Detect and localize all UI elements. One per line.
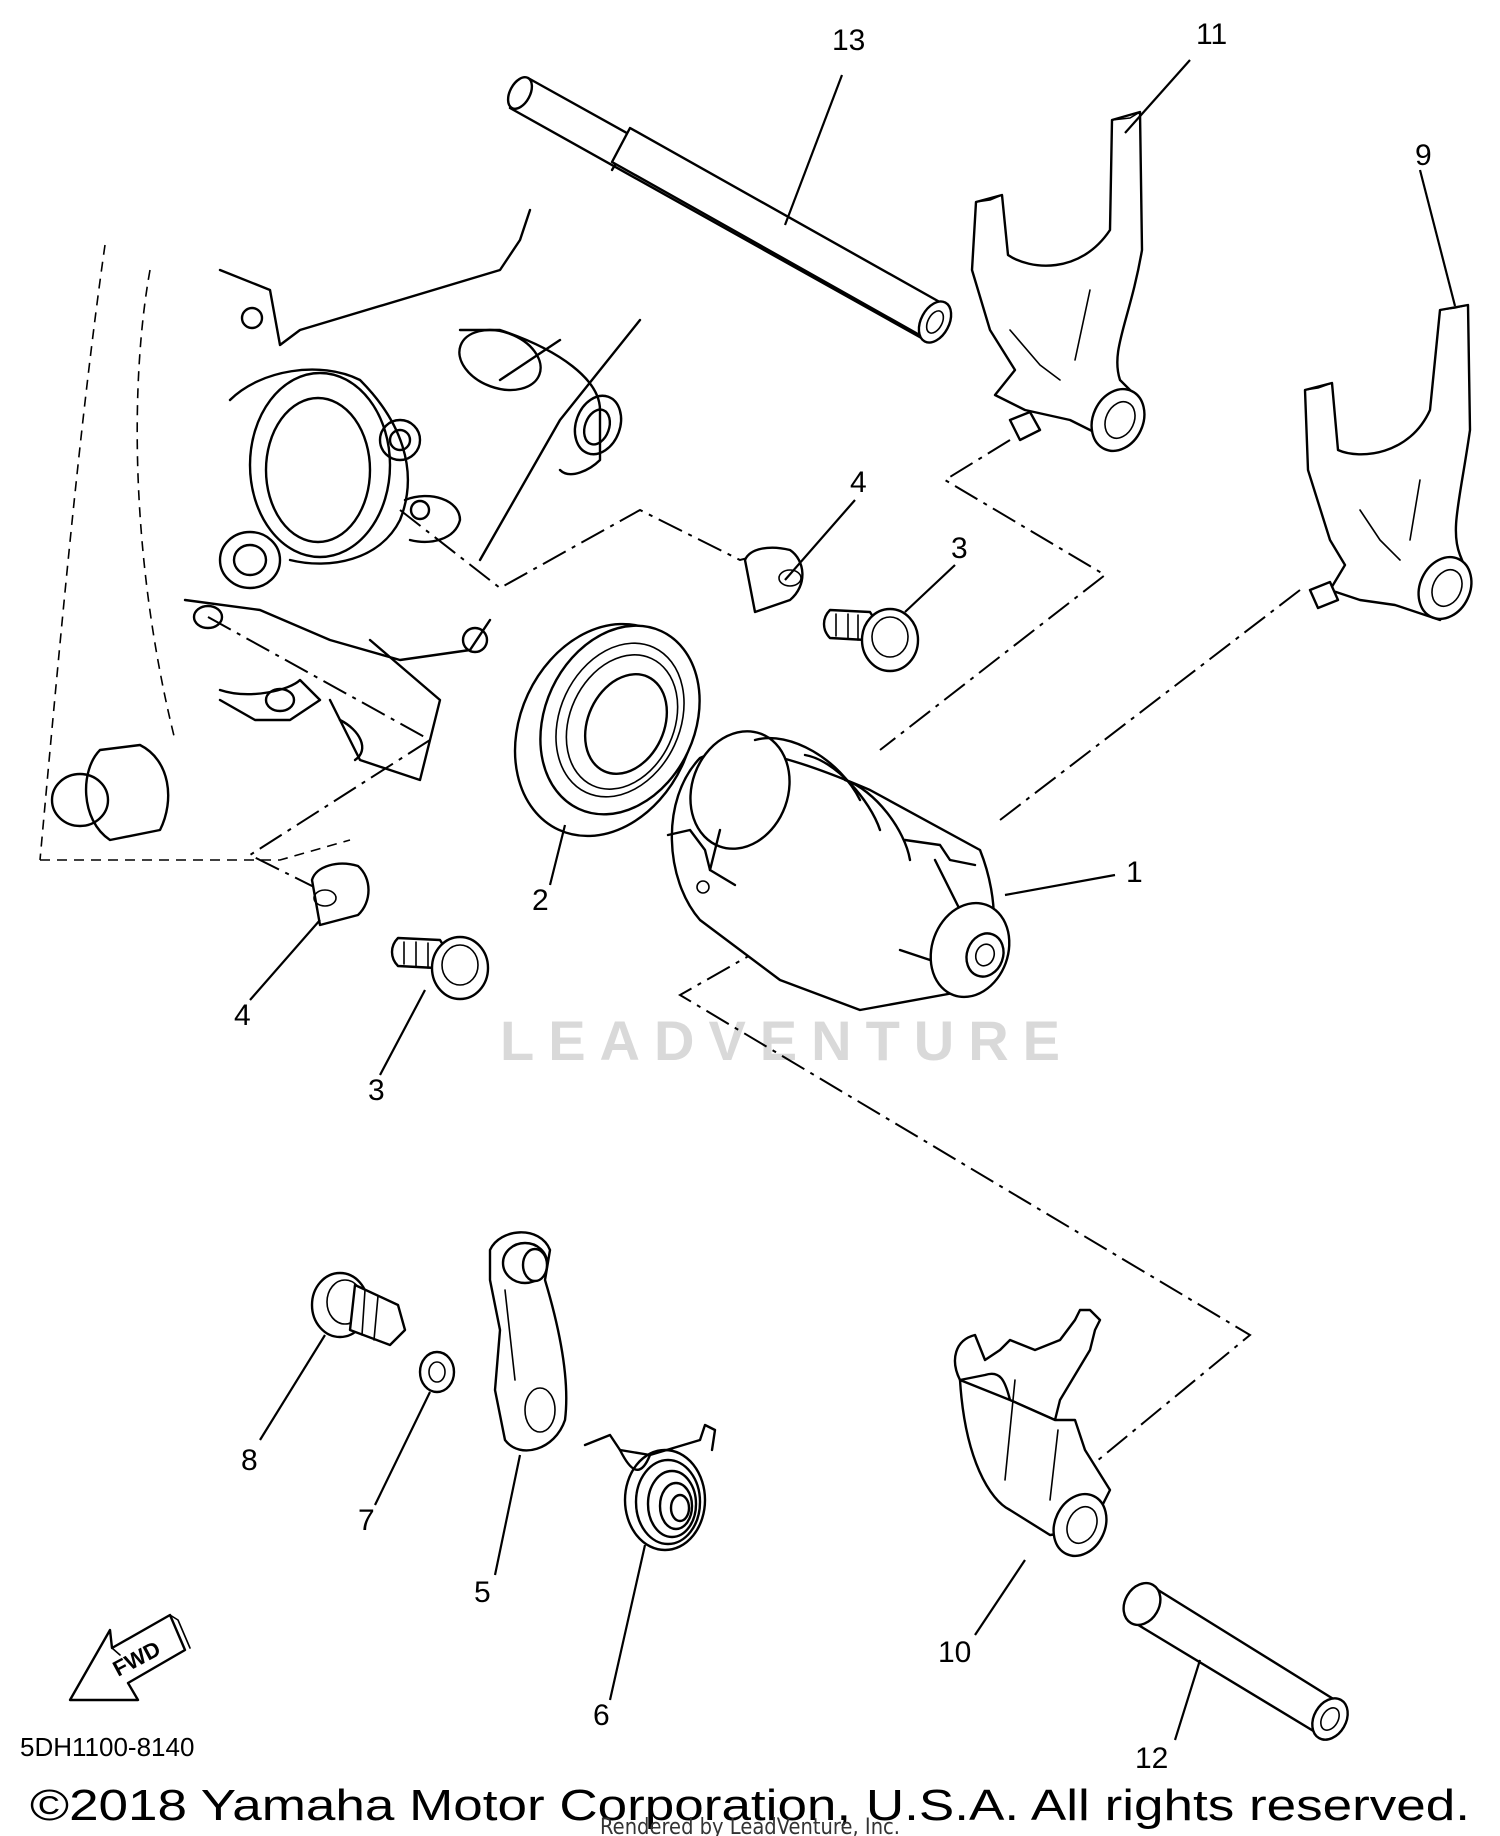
crankcase-housing bbox=[39, 208, 642, 861]
watermark-text: LEADVENTURE bbox=[500, 1009, 1074, 1072]
part-12-guide-bar bbox=[1122, 1581, 1349, 1741]
callout-13: 13 bbox=[832, 24, 865, 57]
part-4-stopper-plate-lower bbox=[310, 862, 370, 927]
drawing-number: 5DH1100-8140 bbox=[20, 1732, 194, 1762]
callout-3-lower: 3 bbox=[368, 1074, 385, 1107]
part-7-washer bbox=[418, 1350, 456, 1394]
callout-8: 8 bbox=[241, 1444, 258, 1477]
part-6-torsion-spring bbox=[583, 1423, 717, 1552]
callout-4-lower: 4 bbox=[234, 999, 251, 1032]
part-2-bearing bbox=[513, 622, 701, 838]
part-5-stopper-lever bbox=[488, 1231, 568, 1452]
callout-11: 11 bbox=[1196, 18, 1227, 51]
part-13-guide-bar bbox=[506, 76, 953, 344]
part-3-bolt-upper bbox=[822, 607, 920, 673]
callout-5: 5 bbox=[474, 1576, 491, 1609]
callout-10: 10 bbox=[938, 1636, 971, 1669]
part-11-shift-fork bbox=[970, 110, 1146, 453]
copyright-notice: ©2018 Yamaha Motor Corporation, U.S.A. A… bbox=[30, 1781, 1470, 1830]
rendered-by-notice: Rendered by LeadVenture, Inc. bbox=[600, 1815, 900, 1836]
callout-2: 2 bbox=[532, 884, 549, 917]
fwd-arrow-icon: FWD bbox=[68, 1613, 191, 1702]
callout-12: 12 bbox=[1135, 1742, 1168, 1775]
part-1-shift-drum bbox=[666, 730, 1011, 1012]
callout-7: 7 bbox=[358, 1504, 375, 1537]
callout-1: 1 bbox=[1126, 856, 1143, 889]
callout-4-upper: 4 bbox=[850, 466, 867, 499]
part-3-bolt-lower bbox=[390, 935, 490, 1001]
callout-9: 9 bbox=[1415, 139, 1432, 172]
part-4-stopper-plate-upper bbox=[743, 546, 804, 614]
callout-numbers: 13 11 9 4 3 1 2 4 3 8 7 5 6 10 12 bbox=[234, 18, 1432, 1775]
leader-lines bbox=[249, 59, 1457, 1741]
part-8-bolt bbox=[310, 1271, 407, 1347]
part-10-shift-fork bbox=[953, 1308, 1112, 1558]
callout-3-upper: 3 bbox=[951, 532, 968, 565]
callout-6: 6 bbox=[593, 1699, 610, 1732]
part-9-shift-fork bbox=[1303, 303, 1473, 622]
